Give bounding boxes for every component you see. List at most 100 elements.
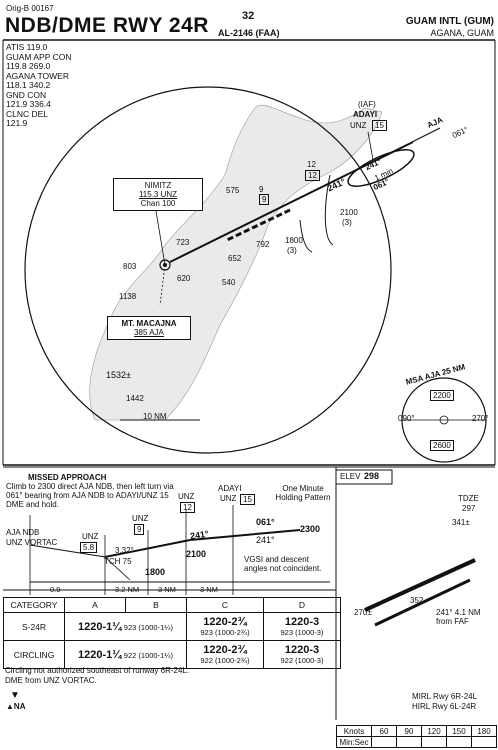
- obstacle-352: 352: [410, 596, 424, 605]
- adayi-fix-label: ADAYI: [353, 110, 378, 119]
- freq-line: 118.1 340.2: [6, 80, 51, 90]
- freq-line: GND CON: [6, 89, 47, 100]
- unz9-label: 9: [259, 185, 264, 194]
- scale-label: 10 NM: [143, 412, 167, 421]
- profile-aja-ndb: AJA NDB: [6, 528, 40, 537]
- elev-620: 620: [177, 274, 191, 283]
- airport-city: AGANA, GUAM: [430, 28, 494, 38]
- profile-unz9: UNZ: [132, 514, 149, 523]
- elev-label: ELEV: [340, 472, 361, 481]
- island-shape: [89, 104, 383, 421]
- tdze-value: 297: [462, 504, 476, 513]
- dist-09: 0.9: [50, 585, 61, 594]
- orig-label: Orig-B 00167: [6, 4, 54, 13]
- speed-cell: 150: [446, 725, 472, 737]
- msa-2200: 2200: [430, 390, 454, 401]
- faa-number: AL-2146 (FAA): [218, 28, 280, 38]
- freq-line: CLNC DEL: [6, 108, 49, 119]
- dist-32nm: 3.2 NM: [115, 585, 140, 594]
- missed-approach-block: MISSED APPROACH Climb to 2300 direct AJA…: [6, 473, 174, 509]
- minimums-table: CATEGORY A B C D S-24R 1220-1¼ 923 (1000…: [3, 597, 341, 669]
- elev-540: 540: [222, 278, 236, 287]
- feeder-circle: [24, 86, 392, 454]
- knots-label: Knots: [336, 725, 372, 737]
- freq-line: 121.9: [6, 118, 28, 128]
- profile-061: 061°: [256, 517, 275, 527]
- profile-unz-vortac: UNZ VORTAC: [6, 538, 58, 547]
- elev-1532: 1532±: [106, 370, 131, 380]
- elev-652: 652: [228, 254, 242, 263]
- profile-241b: 241°: [256, 535, 275, 545]
- elev-575: 575: [226, 186, 240, 195]
- profile-unz15: UNZ: [220, 494, 237, 503]
- tdze-label: TDZE: [458, 494, 479, 503]
- tch-label: TCH 75: [104, 557, 132, 566]
- dme9-box: 9: [259, 194, 270, 205]
- speed-cell: 60: [371, 725, 397, 737]
- lighting-2: HIRL Rwy 6L-24R: [412, 702, 477, 711]
- unz12-label: 12: [307, 160, 316, 169]
- iaf-label: (IAF): [358, 100, 376, 109]
- speed-cell: 90: [396, 725, 422, 737]
- minsec-label: Min:Sec: [336, 736, 372, 748]
- chart-title: NDB/DME RWY 24R: [5, 14, 209, 37]
- speed-cell: 180: [471, 725, 497, 737]
- circling-note: Circling not authorized southeast of run…: [5, 666, 190, 675]
- elev-1138: 1138: [119, 292, 137, 301]
- speed-cell: 120: [421, 725, 447, 737]
- dme15-box: 15: [372, 120, 387, 131]
- header-b: B: [125, 597, 187, 613]
- alt-1800-dist: (3): [287, 246, 297, 255]
- dist-3nm-b: 3 NM: [200, 585, 218, 594]
- profile-unz12: UNZ: [178, 492, 195, 501]
- msa-2600: 2600: [430, 440, 454, 451]
- knots-table: Knots 60 90 120 150 180 Min:Sec: [336, 725, 497, 748]
- obstacle-270: 270±: [354, 608, 372, 617]
- glideslope-angle: 3.32°: [115, 546, 134, 555]
- elev-792: 792: [256, 240, 270, 249]
- obstacle-341: 341±: [452, 518, 470, 527]
- header-c: C: [186, 597, 264, 613]
- triangle-t-icon: ▼: [10, 690, 20, 701]
- ab-cell: 1220-1¼ 922 (1000-1¼): [64, 640, 187, 669]
- header-d: D: [263, 597, 341, 613]
- freq-line: 119.8 269.0: [6, 61, 51, 71]
- alt-1800: 1800: [285, 236, 303, 245]
- profile-dme9: 9: [134, 524, 145, 535]
- airport-name: GUAM INTL (GUM): [405, 16, 494, 27]
- elev-723: 723: [176, 238, 190, 247]
- row-label: S-24R: [3, 612, 65, 641]
- profile-unz58: UNZ: [82, 532, 99, 541]
- dme-note: DME from UNZ VORTAC.: [5, 676, 97, 685]
- elev-1442: 1442: [126, 394, 144, 403]
- alt-2100: 2100: [340, 208, 358, 217]
- freq-line: GUAM APP CON: [6, 51, 72, 62]
- profile-dme58: 5.8: [80, 542, 98, 553]
- macajna-ndb-box: MT. MACAJNA 385 AJA: [107, 316, 191, 340]
- na-label: ▲NA: [6, 702, 26, 711]
- profile-alt-1800: 1800: [145, 567, 166, 577]
- msa-270: 270°: [472, 414, 489, 423]
- unz15-label: UNZ: [350, 121, 367, 130]
- row-label: CIRCLING: [3, 640, 65, 669]
- profile-alt-2100: 2100: [186, 549, 207, 559]
- elev-value: 298: [364, 471, 380, 481]
- freq-line: ATIS 119.0: [6, 42, 48, 52]
- msa-090: 090°: [398, 414, 415, 423]
- holding-note: One Minute Holding Pattern: [275, 484, 331, 502]
- chart-number: 32: [242, 10, 255, 22]
- lighting-1: MIRL Rwy 6R-24L: [412, 692, 478, 701]
- dme12-box: 12: [305, 170, 320, 181]
- header-a: A: [64, 597, 126, 613]
- freq-line: AGANA TOWER: [6, 70, 69, 81]
- freq-line: 121.9 336.4: [6, 99, 51, 109]
- header-category: CATEGORY: [3, 597, 65, 613]
- holding-pattern: [347, 149, 415, 187]
- vgsi-note: VGSI and descent angles not coincident.: [244, 555, 322, 573]
